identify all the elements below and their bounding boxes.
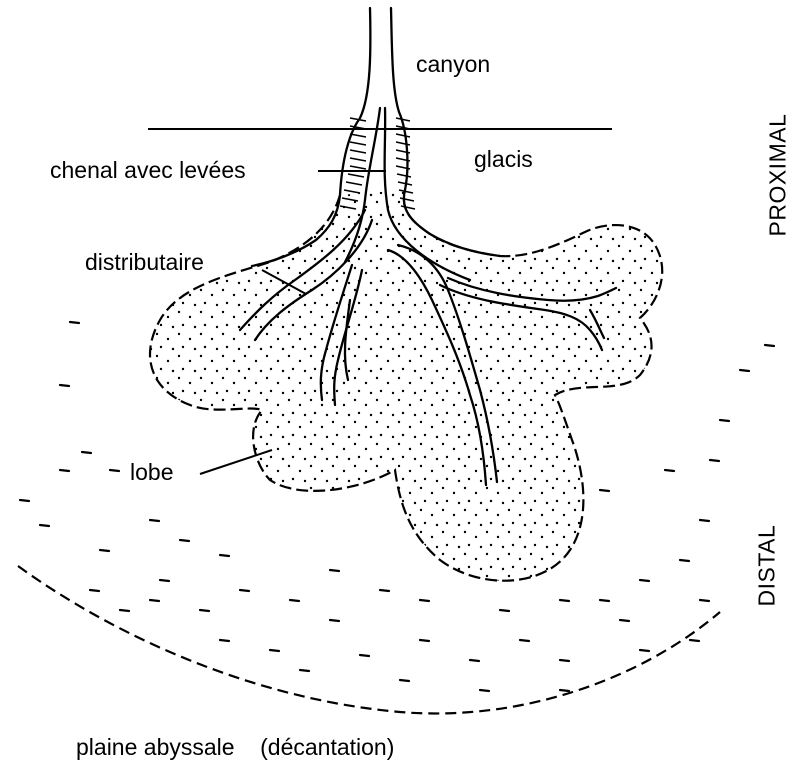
plain-dash <box>765 345 774 346</box>
plain-dash <box>200 610 209 611</box>
label-canyon: canyon <box>416 53 490 76</box>
plain-dash <box>270 650 279 651</box>
plain-dash <box>110 470 119 471</box>
plain-dash <box>560 690 569 691</box>
levee-hatch-right <box>396 134 410 137</box>
plain-dash <box>665 470 674 471</box>
plain-dash <box>150 520 159 521</box>
plain-dash <box>600 600 609 601</box>
fan-lobes <box>150 190 662 581</box>
plain-dash <box>560 600 569 601</box>
levee-hatch-right <box>396 142 410 145</box>
levee-hatch-left <box>346 182 362 185</box>
plain-dash <box>710 460 719 461</box>
plain-dash <box>690 640 699 641</box>
plain-dash <box>100 550 109 551</box>
levee-hatch-left <box>350 158 366 161</box>
plain-dash <box>420 600 429 601</box>
plain-dash <box>560 660 569 661</box>
plain-dash <box>300 670 309 671</box>
plain-dash <box>20 500 29 501</box>
plain-dash <box>400 680 409 681</box>
label-proximal: PROXIMAL <box>767 117 790 237</box>
plain-dash <box>60 385 69 386</box>
label-abyssal-plain: plaine abyssale (décantation) <box>76 736 394 759</box>
plain-dash <box>480 690 489 691</box>
plain-dash <box>700 520 709 521</box>
plain-dash <box>90 590 99 591</box>
plain-dash <box>640 650 649 651</box>
plain-dash <box>180 540 189 541</box>
plain-dash <box>470 660 479 661</box>
plain-dash <box>60 470 69 471</box>
plain-dash <box>640 580 649 581</box>
label-glacis: glacis <box>474 148 533 171</box>
plain-dash <box>220 640 229 641</box>
levee-hatch-left <box>350 134 366 137</box>
abyssal-plain-arc <box>18 566 720 713</box>
label-distal: DISTAL <box>756 527 779 607</box>
plain-dash <box>700 600 709 601</box>
plain-dash <box>160 580 169 581</box>
label-channel-levees: chenal avec levées <box>50 159 246 182</box>
plain-dash <box>380 590 389 591</box>
plain-dash <box>360 655 369 656</box>
plain-dash <box>120 610 129 611</box>
plain-dash <box>290 600 299 601</box>
levee-hatch-right <box>397 174 411 177</box>
plain-dash <box>330 620 339 621</box>
plain-dash <box>82 452 91 453</box>
plain-dash <box>420 640 429 641</box>
plain-dash <box>680 560 689 561</box>
plain-dash <box>40 525 49 526</box>
plain-dash <box>720 420 729 421</box>
plain-dash <box>330 570 339 571</box>
levee-hatch-left <box>348 174 364 177</box>
plain-dash <box>150 600 159 601</box>
label-lobe: lobe <box>130 461 173 484</box>
plain-dash <box>220 555 229 556</box>
levee-hatch-left <box>350 150 366 153</box>
plain-dash <box>740 370 749 371</box>
plain-dash <box>620 620 629 621</box>
plain-dash <box>520 640 529 641</box>
levee-hatch-left <box>344 190 360 193</box>
plain-dash <box>70 322 79 323</box>
plain-dash <box>240 590 249 591</box>
plain-dash <box>600 490 609 491</box>
levee-hatch-left <box>350 142 366 145</box>
plain-dash <box>500 610 509 611</box>
label-distributary: distributaire <box>85 251 204 274</box>
levee-hatch-left <box>350 166 366 169</box>
